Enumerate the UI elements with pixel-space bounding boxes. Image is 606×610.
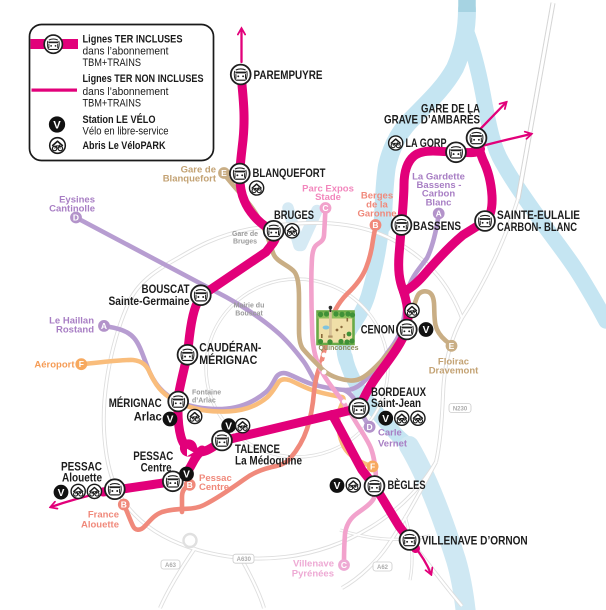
- svg-text:Bruges: Bruges: [233, 238, 257, 245]
- svg-text:MÉRIGNAC: MÉRIGNAC: [199, 352, 257, 367]
- svg-text:BÈGLES: BÈGLES: [388, 477, 426, 492]
- svg-text:Vélo en libre-service: Vélo en libre-service: [83, 126, 169, 138]
- svg-text:E: E: [221, 168, 227, 178]
- svg-text:TBM+TRAINS: TBM+TRAINS: [83, 57, 142, 69]
- svg-text:Dravemont: Dravemont: [429, 365, 479, 376]
- svg-text:GRAVE D’AMBARÈS: GRAVE D’AMBARÈS: [384, 112, 480, 127]
- svg-text:Quinconces: Quinconces: [318, 345, 358, 352]
- svg-text:MÉRIGNAC: MÉRIGNAC: [109, 395, 162, 410]
- svg-text:A: A: [101, 321, 107, 331]
- svg-text:LA GORP: LA GORP: [406, 136, 447, 150]
- svg-text:E: E: [449, 341, 455, 351]
- svg-text:Abris Le VéloPARK: Abris Le VéloPARK: [83, 140, 167, 152]
- svg-text:Alouette: Alouette: [62, 470, 102, 484]
- svg-text:Villenave: Villenave: [293, 558, 334, 569]
- svg-text:Centre: Centre: [199, 482, 229, 493]
- svg-text:BLANQUEFORT: BLANQUEFORT: [253, 166, 327, 180]
- svg-text:A: A: [436, 209, 442, 219]
- svg-text:CAUDÉRAN-: CAUDÉRAN-: [199, 340, 261, 355]
- svg-text:PESSAC: PESSAC: [61, 460, 102, 474]
- svg-text:Parc Expos: Parc Expos: [302, 183, 354, 194]
- svg-text:D: D: [73, 213, 79, 223]
- svg-text:F: F: [79, 359, 84, 369]
- svg-text:B: B: [121, 500, 127, 510]
- svg-text:Aéroport: Aéroport: [34, 359, 75, 370]
- svg-text:BOUSCAT: BOUSCAT: [142, 282, 191, 296]
- svg-text:Fontaine: Fontaine: [192, 390, 221, 397]
- svg-text:BRUGES: BRUGES: [274, 208, 314, 222]
- svg-text:Lignes TER INCLUSES: Lignes TER INCLUSES: [83, 34, 183, 46]
- svg-text:La Gardette: La Gardette: [412, 171, 465, 182]
- svg-text:Carle: Carle: [378, 427, 402, 438]
- svg-text:Pyrénées: Pyrénées: [292, 568, 334, 579]
- svg-text:PAREMPUYRE: PAREMPUYRE: [254, 68, 323, 82]
- svg-text:Pessac: Pessac: [199, 473, 232, 484]
- svg-text:Garonne: Garonne: [357, 208, 396, 219]
- svg-text:Gare de: Gare de: [232, 231, 258, 238]
- svg-text:TBM+TRAINS: TBM+TRAINS: [83, 97, 142, 109]
- svg-text:Stade: Stade: [315, 192, 341, 203]
- svg-text:CARBON- BLANC: CARBON- BLANC: [497, 220, 577, 234]
- svg-text:Carbon: Carbon: [422, 189, 455, 200]
- svg-text:d’Arlac: d’Arlac: [192, 398, 216, 405]
- svg-text:Vernet: Vernet: [378, 438, 408, 449]
- svg-text:Station LE VÉLO: Station LE VÉLO: [83, 113, 156, 126]
- svg-text:C: C: [322, 203, 328, 213]
- svg-text:BORDEAUX: BORDEAUX: [371, 385, 426, 399]
- svg-text:C: C: [341, 560, 347, 570]
- svg-text:D: D: [367, 422, 373, 432]
- svg-text:Bassens -: Bassens -: [417, 180, 462, 191]
- svg-text:Berges: Berges: [361, 190, 393, 201]
- svg-text:Rostand: Rostand: [56, 324, 94, 335]
- svg-text:Gare de: Gare de: [181, 164, 216, 175]
- svg-text:Saint-Jean: Saint-Jean: [371, 396, 421, 410]
- svg-text:La Médoquine: La Médoquine: [235, 453, 302, 467]
- svg-text:BASSENS: BASSENS: [413, 219, 461, 233]
- svg-text:Alouette: Alouette: [81, 519, 119, 530]
- svg-text:PESSAC: PESSAC: [133, 449, 173, 463]
- svg-text:Centre: Centre: [141, 461, 172, 475]
- svg-text:VILLENAVE D’ORNON: VILLENAVE D’ORNON: [422, 534, 528, 548]
- svg-text:Eysines: Eysines: [59, 194, 95, 205]
- svg-text:Blanquefort: Blanquefort: [163, 173, 217, 184]
- svg-text:GARE DE LA: GARE DE LA: [421, 102, 480, 116]
- svg-text:de la: de la: [366, 199, 388, 210]
- svg-text:TALENCE: TALENCE: [235, 442, 280, 456]
- svg-text:Le Haillan: Le Haillan: [49, 315, 94, 326]
- svg-text:dans l’abonnement: dans l’abonnement: [83, 86, 170, 98]
- svg-text:B: B: [372, 220, 378, 230]
- svg-text:A62: A62: [377, 565, 389, 571]
- svg-text:Lignes TER NON INCLUSES: Lignes TER NON INCLUSES: [83, 73, 204, 85]
- svg-text:Mairie du: Mairie du: [234, 303, 265, 310]
- svg-text:Cantinolle: Cantinolle: [49, 203, 95, 214]
- svg-text:Floirac: Floirac: [438, 356, 469, 367]
- svg-text:CENON: CENON: [361, 323, 395, 337]
- svg-text:France: France: [88, 509, 119, 520]
- svg-text:Sainte-Germaine: Sainte-Germaine: [109, 294, 190, 308]
- svg-text:Blanc: Blanc: [426, 197, 452, 208]
- svg-text:Bouscat: Bouscat: [235, 311, 263, 318]
- svg-text:B: B: [187, 480, 193, 490]
- svg-text:Arlac: Arlac: [134, 409, 162, 423]
- svg-text:A630: A630: [237, 557, 252, 563]
- svg-text:N230: N230: [453, 406, 468, 412]
- svg-text:SAINTE-EULALIE: SAINTE-EULALIE: [497, 208, 580, 222]
- svg-text:dans l’abonnement: dans l’abonnement: [83, 46, 170, 58]
- svg-text:A63: A63: [165, 563, 177, 569]
- svg-text:F: F: [370, 461, 375, 471]
